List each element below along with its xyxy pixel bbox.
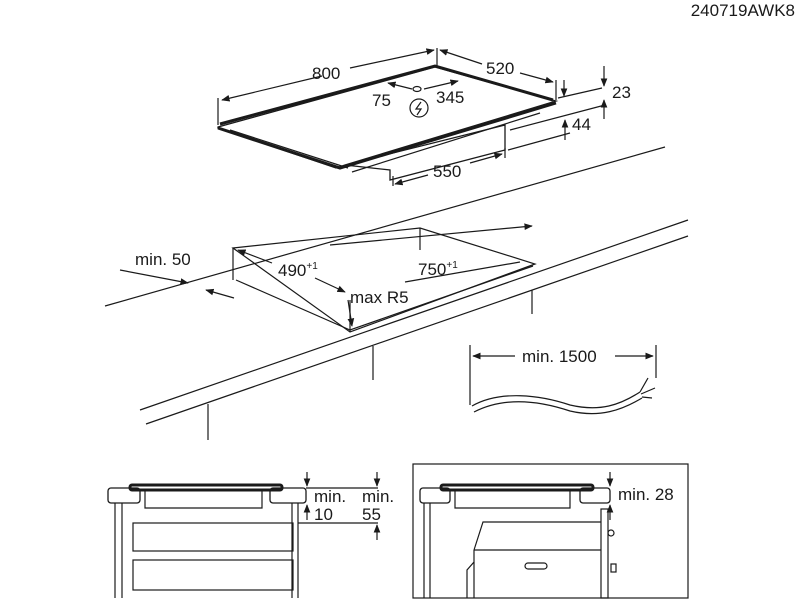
- cutout-outline: [231, 227, 537, 333]
- gap-value-1: 10: [314, 505, 333, 524]
- cable-offset-rear: 345: [436, 88, 464, 107]
- gap-value-2: 55: [362, 505, 381, 524]
- drawing-code: 240719AWK8: [691, 1, 795, 20]
- oven-cabinet-drawing: min. 28: [412, 463, 689, 599]
- hob-drawing: 800 520 75 345 23 44 550: [217, 48, 631, 186]
- hob-depth-dim: 520: [486, 59, 514, 78]
- cutout-width-dim: 750+1: [418, 260, 458, 279]
- cable-offset-front: 75: [372, 91, 391, 110]
- oven-gap-dim: min. 28: [618, 485, 674, 504]
- total-height-dim: 44: [572, 115, 591, 134]
- hob-width-dim: 800: [312, 64, 340, 83]
- cable-length-dim: min. 1500: [522, 347, 597, 366]
- lightning-icon: [409, 98, 429, 118]
- body-width-dim: 550: [433, 162, 461, 181]
- hob-body: [344, 124, 506, 181]
- drawer-cabinet-drawing: min. 10 min. 55: [107, 472, 394, 598]
- front-clearance-dim: min. 50: [135, 250, 191, 269]
- gap-label-1: min.: [314, 487, 346, 506]
- cable-drawing: min. 1500: [469, 345, 657, 415]
- countertop-drawing: min. 50 490+1 750+1 max R5: [104, 146, 689, 440]
- gap-label-2: min.: [362, 487, 394, 506]
- cutout-depth-dim: 490+1: [278, 261, 318, 280]
- corner-radius-dim: max R5: [350, 288, 409, 307]
- glass-height-dim: 23: [612, 83, 631, 102]
